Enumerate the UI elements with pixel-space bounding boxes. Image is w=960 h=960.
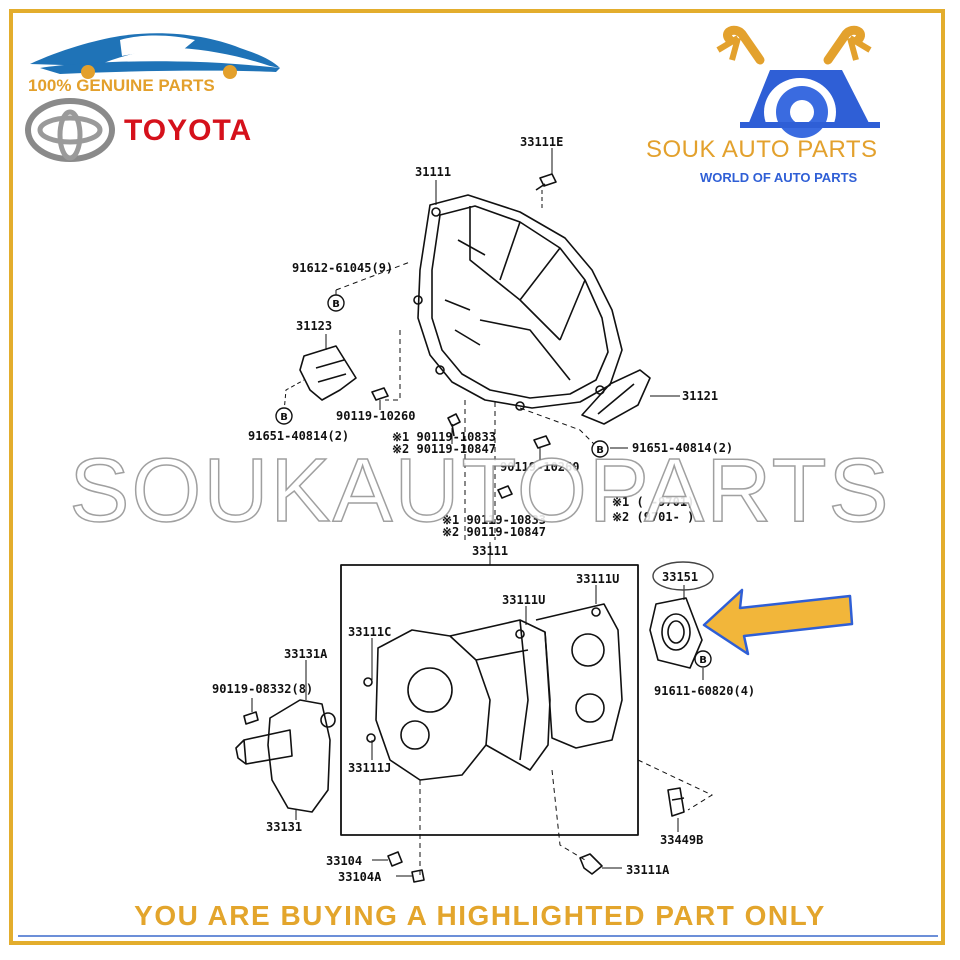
callout-91611-60820: 91611-60820(4) <box>654 684 756 698</box>
store-name: SOUK AUTO PARTS <box>646 136 878 163</box>
callout-33104: 33104 <box>326 854 363 868</box>
callout-33131a: 33131A <box>284 647 328 661</box>
bolt-33111e-part <box>535 173 557 191</box>
callout-31123: 31123 <box>296 319 333 333</box>
leader-lines <box>251 148 714 877</box>
b-marker-letter: B <box>332 299 340 310</box>
extension-housing-33131-part <box>235 699 336 813</box>
highlight-ring <box>652 561 714 591</box>
callout-33111j: 33111J <box>348 761 392 775</box>
callout-33131: 33131 <box>266 820 303 834</box>
callout-90119-10833-upper: ※1 90119-10833 <box>392 430 496 444</box>
callout-9701-after: ※2 (9701- ) <box>612 510 695 524</box>
bracket-31123-part <box>299 345 357 401</box>
wrench-wheel-logo-icon <box>716 25 880 146</box>
callout-33111u-right: 33111U <box>576 572 620 586</box>
plug-33104-part <box>387 851 425 883</box>
footer-divider <box>18 935 938 937</box>
callout-90119-10260-left: 90119-10260 <box>336 409 416 423</box>
bolt-90119-10260-mid-part <box>533 435 551 449</box>
callout-9701-before: ※1 ( -9701) <box>612 495 695 509</box>
bell-housing-part <box>413 194 623 411</box>
callout-90119-10847-upper: ※2 90119-10847 <box>392 442 496 456</box>
callout-33111u-mid: 33111U <box>502 593 546 607</box>
b-marker-letters: B B B B <box>280 299 707 666</box>
callout-33449b: 33449B <box>660 833 704 847</box>
plug-33111a-part <box>579 853 603 875</box>
bolt-90119-10833-part <box>447 413 461 437</box>
toyota-emblem-icon <box>25 98 115 162</box>
gold-border <box>9 9 945 945</box>
highlight-arrow-icon <box>702 588 854 656</box>
callout-91651-40814-left: 91651-40814(2) <box>248 429 350 443</box>
callout-33151-highlighted: 33151 <box>662 570 699 584</box>
store-tagline: WORLD OF AUTO PARTS <box>700 170 858 185</box>
callout-33111c: 33111C <box>348 625 392 639</box>
toyota-wordmark: TOYOTA <box>124 114 253 147</box>
bolt-90119-10847-part <box>497 485 513 499</box>
callout-91651-40814-right: 91651-40814(2) <box>632 441 734 455</box>
callout-33111e: 33111E <box>520 135 564 149</box>
callout-31121: 31121 <box>682 389 719 403</box>
callout-33104a: 33104A <box>338 870 382 884</box>
watermark-text: SOUKAUTOPARTS <box>69 441 891 541</box>
callout-90119-10833-lower: ※1 90119-10833 <box>442 513 546 527</box>
highlighted-part-notice: YOU ARE BUYING A HIGHLIGHTED PART ONLY <box>134 900 826 931</box>
callout-31111: 31111 <box>415 165 452 179</box>
transmission-case-part <box>363 603 623 781</box>
cover-plate-31121-part <box>581 369 651 425</box>
b-marker-letter: B <box>280 412 288 423</box>
bolt-90119-10260-left-part <box>371 387 389 401</box>
genuine-parts-label: 100% GENUINE PARTS <box>28 76 215 95</box>
oil-seal-retainer-33151-part <box>649 597 703 669</box>
callout-33111a: 33111A <box>626 863 670 877</box>
callout-33111: 33111 <box>472 544 509 558</box>
callout-90119-10260-mid: 90119-10260 <box>500 460 580 474</box>
car-silhouette-icon <box>30 33 280 79</box>
clip-33449b-part <box>667 787 685 817</box>
callout-91612-61045: 91612-61045(9) <box>292 261 394 275</box>
b-marker-letter: B <box>699 655 707 666</box>
callout-90119-10847-lower: ※2 90119-10847 <box>442 525 546 539</box>
b-marker-letter: B <box>596 445 604 456</box>
b-markers <box>275 294 712 668</box>
callout-90119-08332: 90119-08332(8) <box>212 682 314 696</box>
